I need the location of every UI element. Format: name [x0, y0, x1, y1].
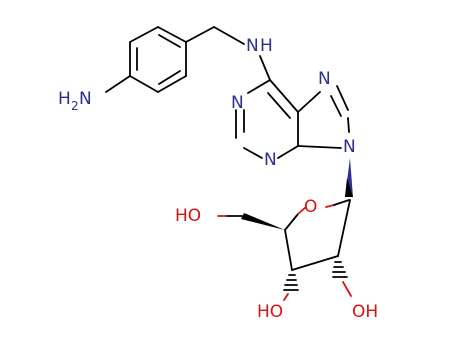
oh-5prime-label: HO: [175, 206, 201, 226]
n9-label: N: [343, 137, 356, 157]
nh-h-label: H: [260, 36, 273, 56]
c3-oh-hash: [283, 274, 299, 291]
nh-n-label: N: [246, 36, 259, 56]
benzene-ring: [129, 26, 187, 93]
ribose-ring: [284, 199, 351, 271]
nh-c6-bond: [259, 55, 271, 81]
nh-label: N H: [246, 36, 273, 56]
n1-label: N: [231, 93, 244, 113]
ring-o-label: O: [304, 197, 317, 217]
imidazole-ring: [297, 85, 350, 149]
c2-oh-hash: [332, 261, 348, 278]
amine-h-count: 2: [71, 99, 79, 113]
benzyl-bond-2: [213, 26, 245, 45]
oh-3prime-label: HO: [257, 302, 283, 322]
benzyl-bond-1: [185, 26, 215, 43]
oh-2prime-label: OH: [352, 302, 378, 322]
amine-n-label: N: [79, 89, 92, 109]
n3-label: N: [264, 150, 277, 170]
n7-label: N: [318, 69, 331, 89]
pyrimidine-ring: [235, 79, 299, 159]
amine-label: H 2 N: [58, 89, 92, 113]
amine-h-label: H: [58, 89, 71, 109]
c4-c5-wedge: [241, 213, 285, 230]
amine-bond: [105, 75, 131, 93]
